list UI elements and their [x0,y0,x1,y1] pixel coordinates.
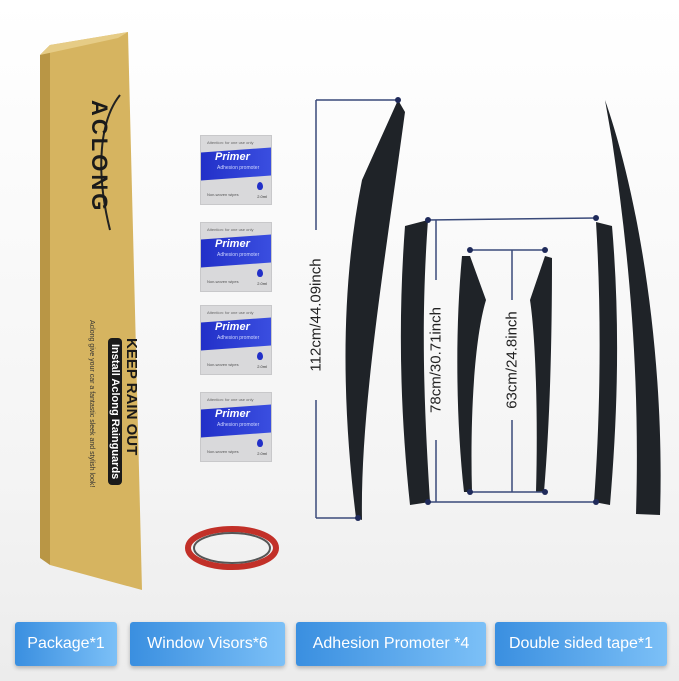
packet-brand: Primer [215,321,250,333]
visor-medium-right [594,222,618,505]
packet-volume: 2.0ml [257,451,267,456]
packet-top-text: Attention: for one use only [207,310,254,315]
drop-icon [257,182,263,190]
packet-subtitle: Adhesion promoter [217,422,260,428]
visor-long-right [605,100,661,515]
dimension-label-medium: 78cm/30.71inch [427,307,445,413]
dimension-endpoints [355,97,599,521]
packet-bottom-text: Non-woven wipes [207,362,239,367]
visor-short-left [457,256,486,492]
package-headline: KEEP RAIN OUT [123,338,140,456]
dimension-label-long: 112cm/44.09inch [307,258,325,372]
packet-volume: 2.0ml [257,194,267,199]
package-box-top [40,32,128,55]
dimension-lines [315,99,597,519]
visor-long-left [345,100,405,520]
packet-brand: Primer [215,408,250,420]
visor-medium-left [400,220,430,505]
packet-bottom-text: Non-woven wipes [207,449,239,454]
package-box-side [40,45,50,565]
package-subheadline: Install Aclong Rainguards [108,338,122,486]
packet-subtitle: Adhesion promoter [217,165,260,171]
packet-subtitle: Adhesion promoter [217,252,260,258]
tape-core [193,532,271,564]
dimension-label-short: 63cm/24.8inch [503,311,521,409]
packet-top-text: Attention: for one use only [207,397,254,402]
package-brand-logo: ACLONG [87,100,112,214]
double-sided-tape [185,526,279,570]
drop-icon [257,439,263,447]
packet-volume: 2.0ml [257,281,267,286]
aclong-logo-swoosh [100,94,121,231]
packet-subtitle: Adhesion promoter [217,335,260,341]
drop-icon [257,269,263,277]
packet-top-text: Attention: for one use only [207,140,254,145]
packet-top-text: Attention: for one use only [207,227,254,232]
packet-brand: Primer [215,151,250,163]
tag-package: Package*1 [15,622,117,666]
window-visors [345,100,661,520]
packet-bottom-text: Non-woven wipes [207,192,239,197]
packet-brand: Primer [215,238,250,250]
packet-volume: 2.0ml [257,364,267,369]
tag-window-visors: Window Visors*6 [130,622,285,666]
visor-short-right [530,256,552,492]
drop-icon [257,352,263,360]
packet-bottom-text: Non-woven wipes [207,279,239,284]
package-tagline: Aclong give your car a fantastic sleek a… [88,320,95,488]
tag-double-sided-tape: Double sided tape*1 [495,622,667,666]
tag-adhesion-promoter: Adhesion Promoter *4 [296,622,486,666]
